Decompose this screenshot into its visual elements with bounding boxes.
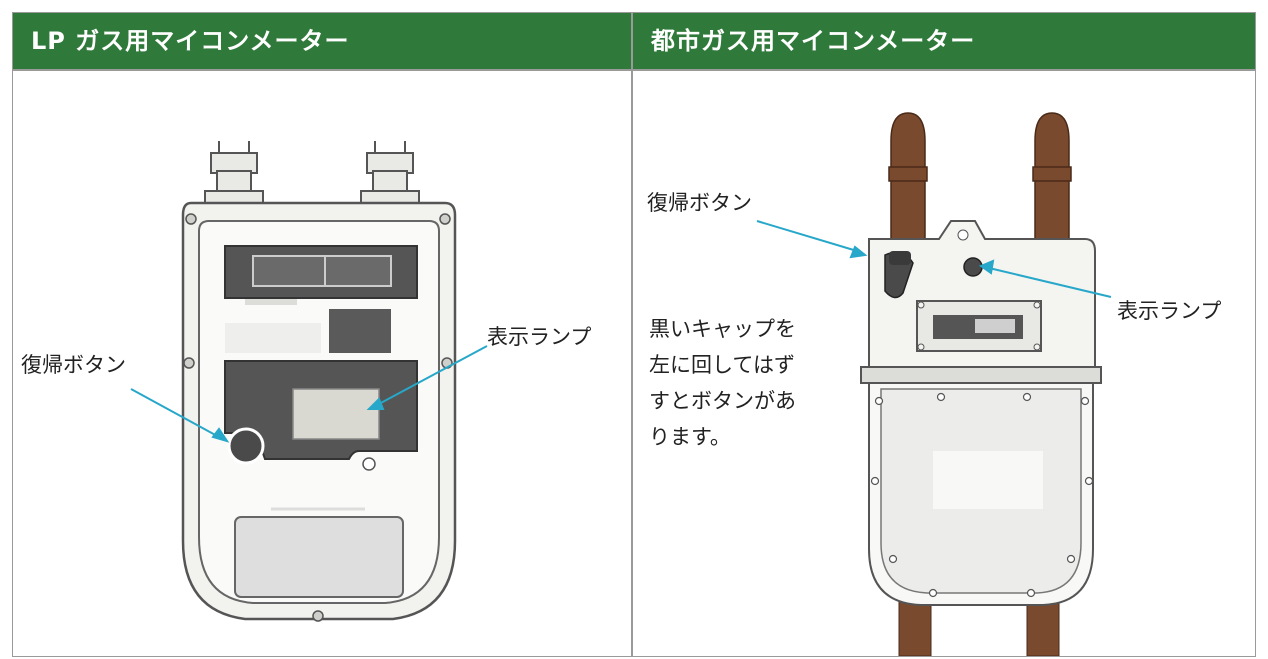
city-display-lamp-shape — [963, 257, 983, 277]
meter-comparison-frame: LP ガス用マイコンメーター — [12, 12, 1256, 657]
city-display-lamp-label: 表示ランプ — [1117, 299, 1222, 323]
header-separator — [633, 69, 1255, 71]
city-gas-panel-title: 都市ガス用マイコンメーター — [633, 13, 1255, 69]
note-line: ります。 — [649, 425, 731, 449]
city-gas-panel: 都市ガス用マイコンメーター — [633, 13, 1255, 656]
city-cap-instruction-note: 黒いキャップを 左に回してはず すとボタンがあ ります。 — [649, 311, 796, 455]
lp-reset-button-label: 復帰ボタン — [21, 353, 126, 377]
note-line: 左に回してはず — [649, 353, 795, 377]
note-line: 黒いキャップを — [649, 317, 796, 341]
city-inlet-pipe — [888, 112, 928, 240]
lp-outlet-valve — [360, 141, 420, 206]
lp-display-lamp-area — [292, 388, 380, 440]
city-gas-meter-illustration — [756, 112, 1112, 656]
city-outlet-pipe — [1032, 112, 1072, 240]
city-reset-button-label: 復帰ボタン — [647, 191, 752, 215]
lp-inlet-valve — [204, 141, 264, 206]
lp-gas-meter-illustration — [130, 141, 488, 622]
note-line: すとボタンがあ — [649, 389, 796, 413]
lp-gas-panel: LP ガス用マイコンメーター — [13, 13, 631, 656]
lp-reset-button-shape — [227, 427, 265, 465]
panel-divider — [631, 13, 633, 656]
lp-gas-panel-title: LP ガス用マイコンメーター — [13, 13, 631, 69]
lp-display-lamp-label: 表示ランプ — [487, 325, 592, 349]
header-separator — [13, 69, 631, 71]
